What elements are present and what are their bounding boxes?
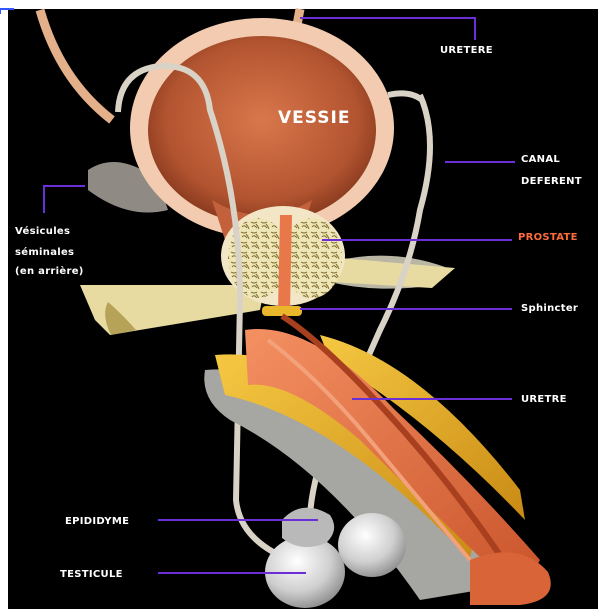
label-testicule: TESTICULE [60,569,123,580]
label-vessie: VESSIE [278,108,350,128]
label-uretre: URETRE [521,394,567,405]
bladder [148,36,376,224]
label-uretere: URETERE [440,45,493,56]
label-sphincter: Sphincter [521,303,578,314]
label-vesicules-line2: séminales [15,246,74,258]
label-prostate: PROSTATE [518,232,578,243]
label-canal-line1: CANAL [521,154,560,165]
label-epididyme: EPIDIDYME [65,516,129,527]
sphincter [262,306,302,316]
prostatic-urethra [278,215,292,310]
label-canal-line2: DEFERENT [521,176,582,187]
label-vesicules-line1: Vésicules [15,225,70,237]
testicle-back [338,513,406,577]
label-vesicules-line3: (en arrière) [15,265,84,277]
epididymis [282,508,334,547]
